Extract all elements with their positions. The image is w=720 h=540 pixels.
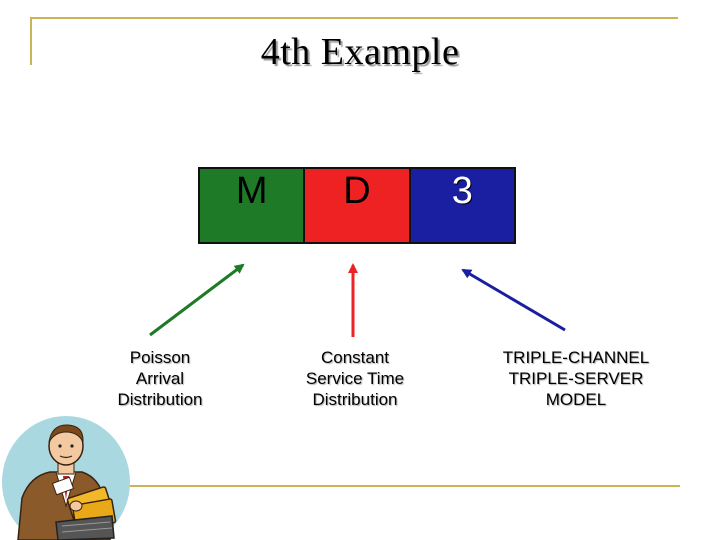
slide-title: 4th Example	[260, 31, 460, 73]
label-service-line3: Distribution	[312, 390, 398, 409]
frame-bottom-line	[110, 485, 680, 487]
label-service-line1: Constant	[320, 348, 390, 367]
label-arrival: Poisson Arrival Distribution	[90, 347, 230, 410]
arrow-arrival	[149, 263, 245, 337]
label-service: Constant Service Time Distribution	[280, 347, 430, 410]
frame-left-line	[30, 17, 32, 65]
label-servers: TRIPLE-CHANNEL TRIPLE-SERVER MODEL	[470, 347, 682, 410]
label-arrival-line2: Arrival	[135, 369, 185, 388]
arrow-servers	[461, 268, 566, 332]
kendall-notation-bar: M D 3	[198, 167, 516, 244]
notation-cell-arrival: M	[200, 169, 306, 242]
label-servers-line3: MODEL	[545, 390, 607, 409]
notation-cell-servers: 3	[410, 169, 514, 242]
label-service-line2: Service Time	[305, 369, 405, 388]
notation-cell-arrival-text: M	[235, 170, 268, 212]
notation-cell-servers-text: 3	[451, 170, 473, 212]
notation-cell-service: D	[305, 169, 411, 242]
label-arrival-line3: Distribution	[117, 390, 203, 409]
label-arrival-line1: Poisson	[129, 348, 191, 367]
label-servers-line2: TRIPLE-SERVER	[508, 369, 644, 388]
label-servers-line1: TRIPLE-CHANNEL	[502, 348, 650, 367]
notation-cell-service-text: D	[343, 170, 371, 212]
businessman-clipart-icon	[2, 416, 130, 540]
frame-top-line	[30, 17, 678, 19]
